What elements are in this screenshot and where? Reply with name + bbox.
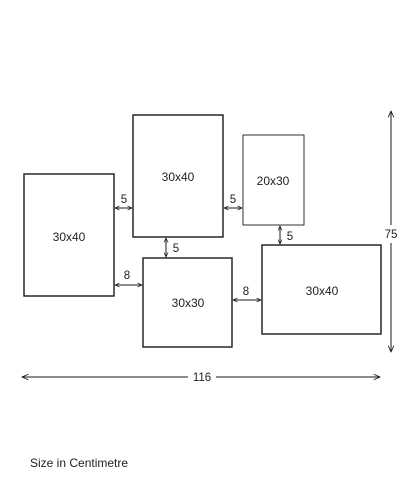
frame-left: 30x40 xyxy=(23,173,115,297)
gap-left-top-center-label: 5 xyxy=(121,194,127,206)
gap-left-bottom-center-label: 8 xyxy=(124,270,130,282)
overall-height-label: 75 xyxy=(385,229,398,241)
gap-left-top-center: 5 xyxy=(115,194,132,208)
overall-height-dimension: 75 xyxy=(385,111,398,352)
frame-top-center: 30x40 xyxy=(132,114,224,238)
frame-top-right-label: 20x30 xyxy=(257,174,290,188)
overall-width-dimension: 116 xyxy=(22,372,380,384)
caption: Size in Centimetre xyxy=(30,456,129,470)
gap-top-center-top-right: 5 xyxy=(224,194,242,208)
gap-top-center-bottom-center-label: 5 xyxy=(173,243,179,255)
frame-top-right: 20x30 xyxy=(242,134,305,226)
overall-width-label: 116 xyxy=(193,372,211,384)
frame-left-label: 30x40 xyxy=(53,230,86,244)
frame-top-center-label: 30x40 xyxy=(162,170,195,184)
gap-top-right-bottom-right: 5 xyxy=(280,226,293,244)
frame-bottom-right: 30x40 xyxy=(261,244,382,335)
frame-bottom-center: 30x30 xyxy=(142,257,233,348)
gap-bottom-center-bottom-right: 8 xyxy=(233,286,261,300)
frame-bottom-right-label: 30x40 xyxy=(306,284,339,298)
gap-top-center-top-right-label: 5 xyxy=(230,194,236,206)
gap-left-bottom-center: 8 xyxy=(115,270,142,285)
frame-bottom-center-label: 30x30 xyxy=(172,296,205,310)
gap-bottom-center-bottom-right-label: 8 xyxy=(243,286,249,298)
gap-top-center-bottom-center: 5 xyxy=(166,238,179,257)
gap-top-right-bottom-right-label: 5 xyxy=(287,231,293,243)
